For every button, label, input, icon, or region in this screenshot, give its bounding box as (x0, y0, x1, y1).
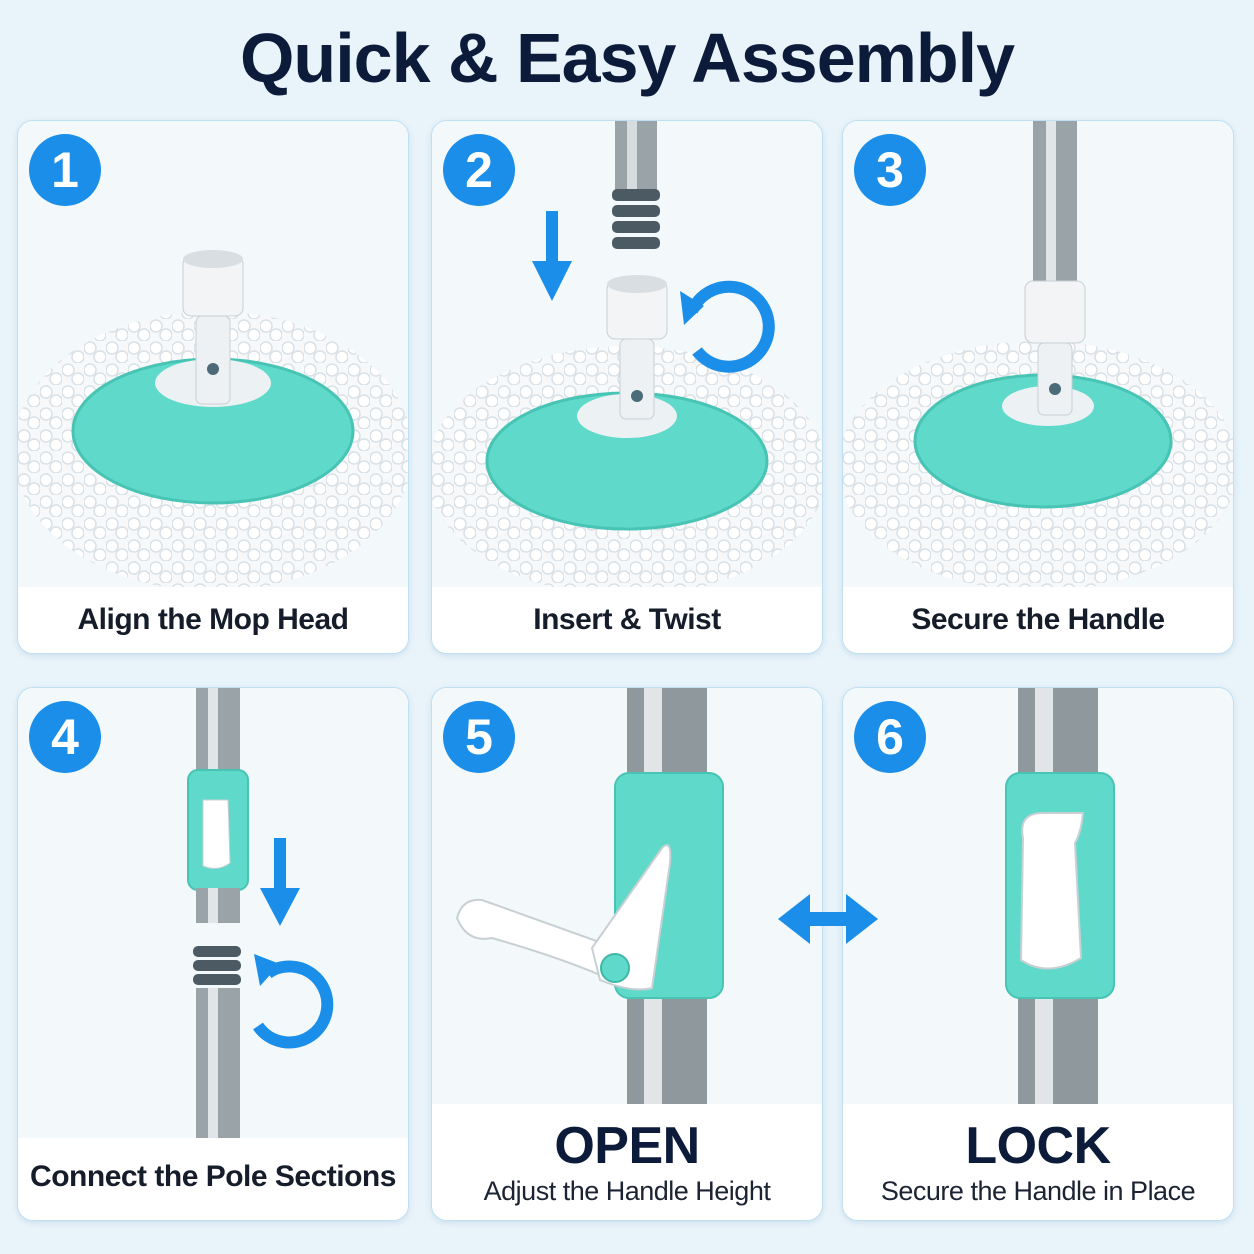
step-caption: LOCK (965, 1117, 1111, 1175)
step-number-badge: 6 (854, 701, 926, 773)
step-caption: Secure the Handle (843, 587, 1233, 653)
step-subcaption: Adjust the Handle Height (483, 1176, 771, 1206)
step-caption-block: LOCK Secure the Handle in Place (843, 1104, 1233, 1220)
step-caption: Insert & Twist (432, 587, 822, 653)
step-card-3: 3 Secure the Handle (842, 120, 1234, 654)
step-number-badge: 1 (29, 134, 101, 206)
mop-head-image (18, 121, 408, 587)
step-card-2: 2 Insert & Twist (431, 120, 823, 654)
double-arrow-icon (778, 894, 878, 944)
step-number-badge: 5 (443, 701, 515, 773)
step-caption: OPEN (554, 1117, 700, 1175)
step-number-badge: 3 (854, 134, 926, 206)
insert-twist-image (432, 121, 822, 587)
step-caption-block: OPEN Adjust the Handle Height (432, 1104, 822, 1220)
step-card-6: 6 LOCK Secure the Handle in Place (842, 687, 1234, 1221)
step-card-4: 4 Connect the Pole Sections (17, 687, 409, 1221)
rotate-arrow-icon (686, 280, 775, 373)
step-number-badge: 4 (29, 701, 101, 773)
step-caption: Align the Mop Head (18, 587, 408, 653)
down-arrow-icon (260, 838, 300, 926)
step-card-5: 5 OPEN Adjust the Handle Height (431, 687, 823, 1221)
page-title: Quick & Easy Assembly (239, 19, 1015, 97)
step-number-badge: 2 (443, 134, 515, 206)
step-card-1: 1 Align the Mop Head (17, 120, 409, 654)
step-subcaption: Secure the Handle in Place (880, 1176, 1196, 1206)
down-arrow-icon (532, 211, 572, 301)
step-caption: Connect the Pole Sections (18, 1138, 408, 1220)
